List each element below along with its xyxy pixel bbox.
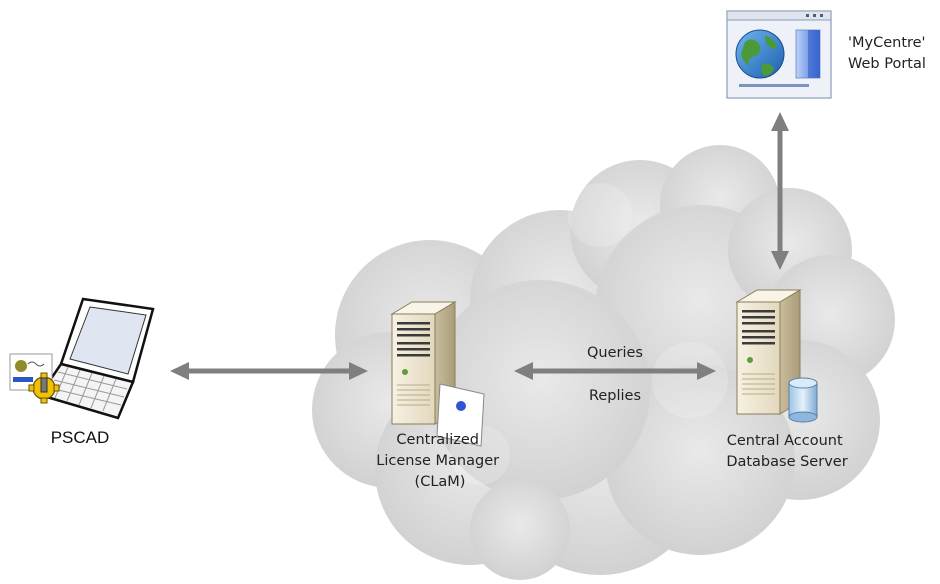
portal-label: 'MyCentre' Web Portal: [848, 35, 930, 72]
gear-icon: [28, 372, 60, 404]
globe-icon: [735, 29, 785, 79]
queries-label: Queries: [587, 345, 643, 361]
arrow-clam-db: [514, 362, 716, 380]
clam-label-line-1: Centralized: [396, 432, 479, 448]
db-server-label: Central Account Database Server: [726, 433, 847, 470]
clam-label: Centralized License Manager (CLaM): [376, 432, 503, 490]
pscad-label: PSCAD: [51, 428, 110, 447]
clam-label-line-3: (CLaM): [415, 474, 466, 490]
arrow-portal-db: [771, 112, 789, 270]
db-server-label-line-2: Database Server: [726, 454, 847, 470]
arrow-pscad-clam: [170, 362, 368, 380]
laptop-icon: [9, 297, 155, 420]
database-cylinder-icon: [788, 377, 818, 423]
clam-label-line-2: License Manager: [376, 453, 499, 469]
db-server-label-line-1: Central Account: [727, 433, 843, 449]
database-server-icon: [735, 289, 818, 423]
web-browser-icon: [726, 10, 832, 99]
replies-label: Replies: [589, 388, 641, 404]
portal-label-line-2: Web Portal: [848, 56, 926, 72]
cloud-background: [312, 145, 895, 580]
server-icon: [390, 301, 485, 447]
portal-label-line-1: 'MyCentre': [848, 35, 926, 51]
